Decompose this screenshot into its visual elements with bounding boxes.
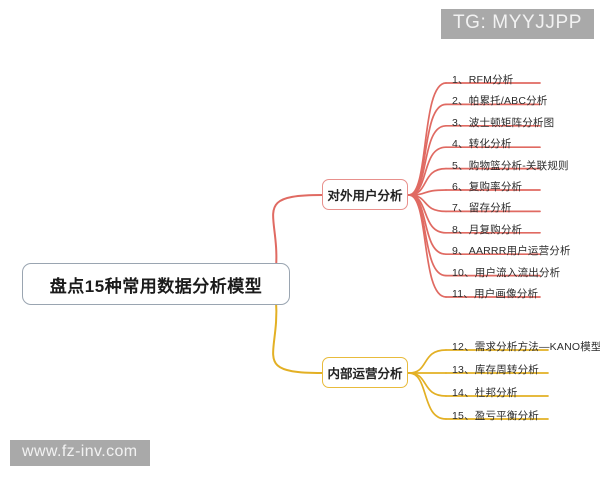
- connector-line: [408, 349, 447, 374]
- connector-line: [408, 146, 447, 196]
- leaf-item-label: 3、波士顿矩阵分析图: [452, 116, 555, 129]
- watermark-site-text: www.fz-inv.com: [22, 443, 138, 460]
- leaf-item-label: 15、盈亏平衡分析: [452, 410, 539, 422]
- connector-line: [408, 82, 447, 196]
- leaf-item[interactable]: 11、用户画像分析: [452, 286, 538, 301]
- connector-line: [272, 194, 323, 269]
- leaf-item-label: 5、购物篮分析-关联规则: [452, 159, 569, 172]
- leaf-item[interactable]: 15、盈亏平衡分析: [452, 408, 539, 423]
- connector-line: [408, 194, 447, 256]
- leaf-item[interactable]: 3、波士顿矩阵分析图: [452, 115, 554, 130]
- leaf-item-label: 2、帕累托/ABC分析: [452, 95, 548, 108]
- leaf-item[interactable]: 13、库存周转分析: [452, 362, 539, 377]
- leaf-item[interactable]: 9、AARRR用户运营分析: [452, 243, 571, 258]
- connector-line: [408, 167, 447, 196]
- leaf-item-label: 13、库存周转分析: [452, 364, 539, 376]
- leaf-item-label: 7、留存分析: [452, 202, 512, 215]
- leaf-item[interactable]: 1、RFM分析: [452, 72, 513, 87]
- leaf-item[interactable]: 2、帕累托/ABC分析: [452, 93, 548, 108]
- watermark-site: www.fz-inv.com: [10, 440, 150, 466]
- leaf-item[interactable]: 14、杜邦分析: [452, 385, 518, 400]
- leaf-item-label: 14、杜邦分析: [452, 387, 518, 399]
- leaf-item-label: 8、月复购分析: [452, 223, 523, 236]
- leaf-item[interactable]: 12、需求分析方法—KANO模型: [452, 339, 600, 354]
- leaf-item-label: 12、需求分析方法—KANO模型: [452, 341, 600, 353]
- connector-line: [408, 194, 447, 234]
- connector-line: [408, 124, 447, 196]
- center-node[interactable]: 盘点15种常用数据分析模型: [22, 263, 290, 305]
- leaf-item[interactable]: 5、购物篮分析-关联规则: [452, 158, 569, 173]
- leaf-item-label: 9、AARRR用户运营分析: [452, 245, 571, 258]
- leaf-item[interactable]: 10、用户流入流出分析: [452, 265, 560, 280]
- connector-line: [408, 189, 447, 196]
- branch-node-internal[interactable]: 内部运营分析: [322, 357, 408, 388]
- connector-line: [408, 372, 447, 420]
- leaf-item-label: 1、RFM分析: [452, 74, 514, 86]
- connector-line: [408, 194, 447, 213]
- watermark-telegram: TG: MYYJJPP: [440, 9, 594, 39]
- leaf-item-label: 4、转化分析: [452, 138, 512, 151]
- leaf-item[interactable]: 4、转化分析: [452, 136, 512, 151]
- connector-line: [408, 194, 447, 277]
- watermark-telegram-text: TG: MYYJJPP: [452, 12, 582, 33]
- connector-line: [272, 300, 323, 374]
- leaf-item-label: 6、复购率分析: [452, 181, 523, 193]
- leaf-item-label: 11、用户画像分析: [452, 288, 539, 300]
- connector-line: [408, 194, 447, 298]
- leaf-item[interactable]: 7、留存分析: [452, 200, 512, 215]
- center-node-label: 盘点15种常用数据分析模型: [49, 276, 263, 296]
- leaf-item[interactable]: 8、月复购分析: [452, 222, 522, 237]
- leaf-item-label: 10、用户流入流出分析: [452, 266, 561, 279]
- leaf-item[interactable]: 6、复购率分析: [452, 179, 522, 194]
- connector-line: [408, 372, 447, 397]
- connector-line: [408, 103, 447, 196]
- branch-node-internal-label: 内部运营分析: [327, 367, 403, 381]
- branch-node-external[interactable]: 对外用户分析: [322, 179, 408, 210]
- branch-node-external-label: 对外用户分析: [327, 189, 403, 203]
